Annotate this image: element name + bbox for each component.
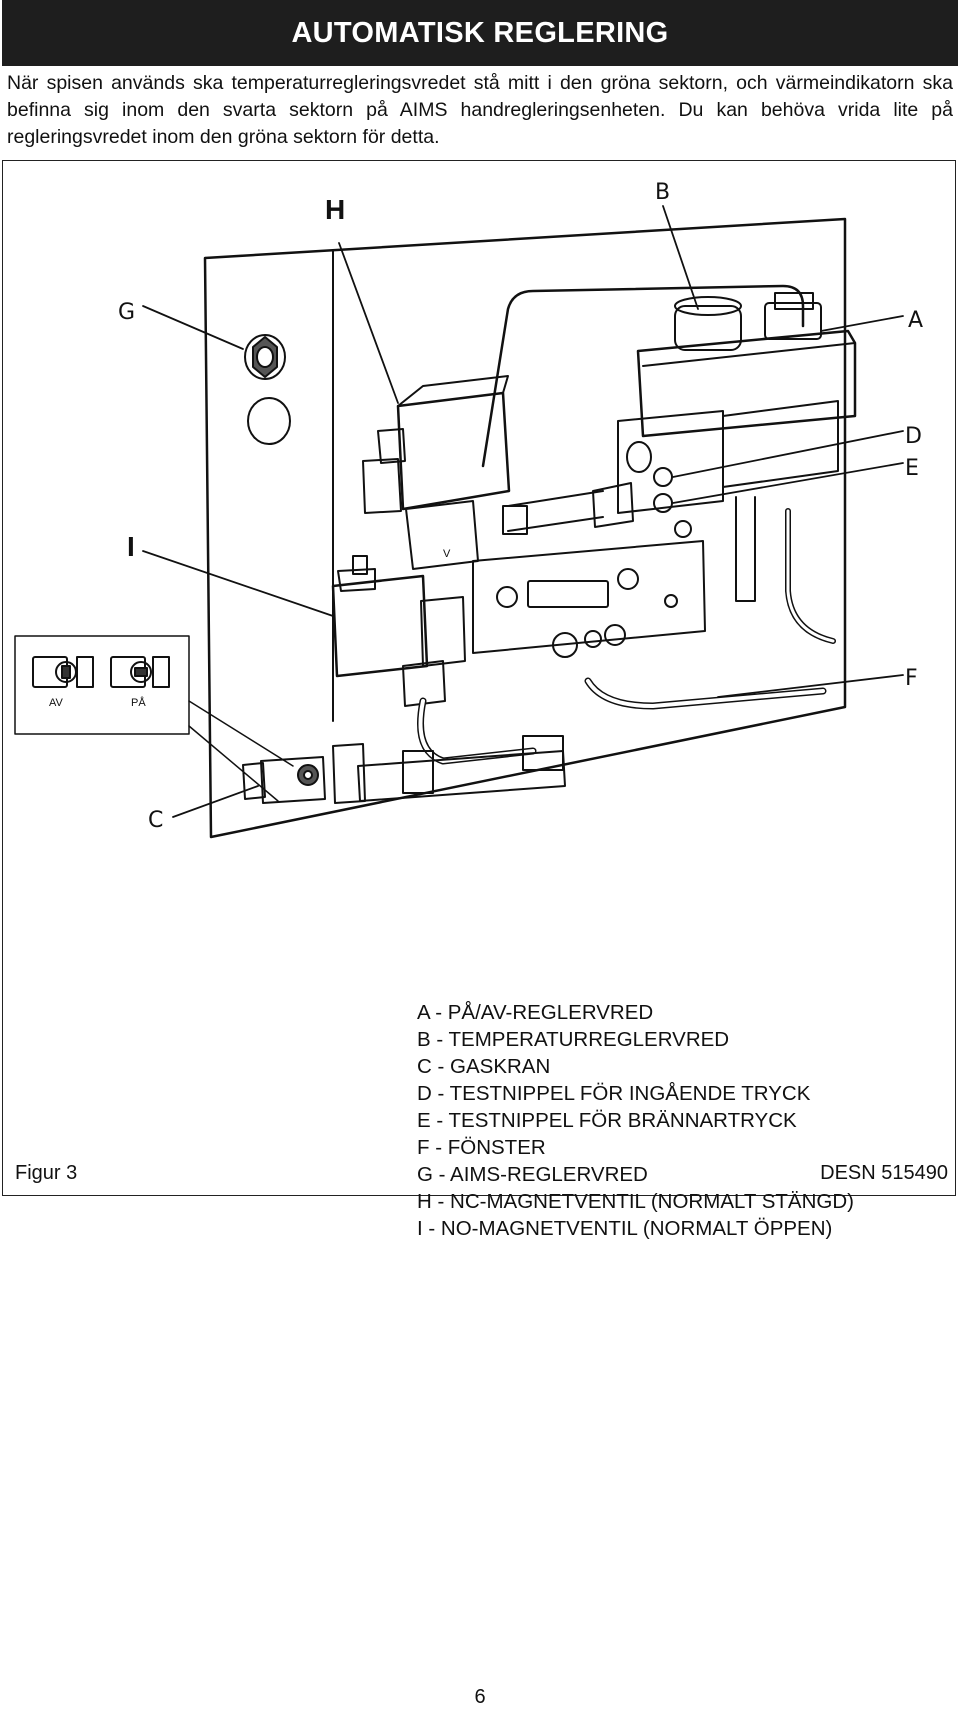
callout-c: C [148, 808, 163, 833]
inset-pa-label: PÅ [131, 696, 146, 709]
nc-solenoid-illustration: V [362, 375, 511, 570]
legend-item: F - FÖNSTER [417, 1136, 546, 1159]
legend-item: G - AIMS-REGLERVRED [417, 1163, 648, 1186]
figure-id: DESN 515490 [820, 1162, 948, 1184]
legend-item: H - NC-MAGNETVENTIL (NORMALT STÄNGD) [417, 1190, 854, 1213]
inset-av-label: AV [49, 697, 64, 709]
callout-i: I [127, 531, 135, 562]
callout-g: G [118, 300, 135, 325]
inset-on-off-indicator [14, 635, 294, 802]
figure-legend: A - PÅ/AV-REGLERVRED B - TEMPERATURREGLE… [417, 999, 854, 1242]
legend-item: A - PÅ/AV-REGLERVRED [417, 1001, 654, 1024]
page-number: 6 [474, 1686, 486, 1708]
aims-knob-illustration [244, 334, 291, 445]
legend-item: C - GASKRAN [417, 1055, 551, 1078]
legend-item: I - NO-MAGNETVENTIL (NORMALT ÖPPEN) [417, 1217, 833, 1240]
callout-f: F [905, 666, 918, 691]
no-solenoid-illustration [331, 555, 466, 707]
leader-lines [142, 205, 904, 818]
callout-d: D [905, 424, 922, 449]
svg-text:V: V [443, 548, 451, 560]
page-title: AUTOMATISK REGLERING [291, 17, 669, 49]
header-bar: AUTOMATISK REGLERING [2, 0, 958, 66]
callout-e: E [905, 456, 919, 481]
callout-a: A [908, 308, 923, 333]
callout-h: H [325, 194, 345, 225]
callout-b: B [655, 180, 670, 205]
gas-valve-illustration [617, 292, 857, 644]
intro-paragraph: När spisen används ska temperaturregleri… [7, 72, 953, 148]
figure-label: Figur 3 [15, 1162, 78, 1184]
gas-cock-illustration [242, 756, 326, 804]
legend-item: E - TESTNIPPEL FÖR BRÄNNARTRYCK [417, 1109, 797, 1132]
figure-box: V [2, 160, 956, 1240]
legend-item: B - TEMPERATURREGLERVRED [417, 1028, 730, 1051]
mounting-plate [203, 217, 847, 839]
control-assembly-illustration: V [14, 180, 923, 839]
legend-item: D - TESTNIPPEL FÖR INGÅENDE TRYCK [417, 1082, 811, 1105]
